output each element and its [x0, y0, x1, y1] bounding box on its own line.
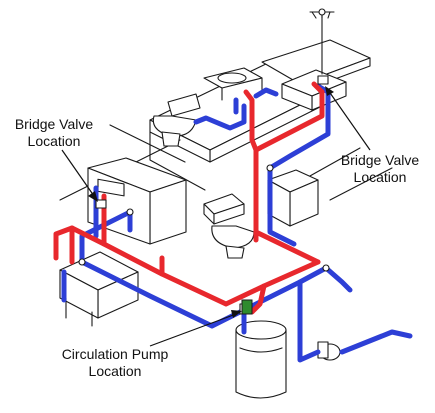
water-heater — [235, 320, 287, 399]
leader-circulation-pump — [149, 310, 242, 347]
bridge-valve-right-line1: Bridge Valve — [340, 152, 420, 168]
upper-toilet — [152, 93, 201, 147]
circulation-pump-line1: Circulation Pump — [61, 346, 169, 362]
bridge-valve-left-label: Bridge Valve Location — [4, 116, 104, 150]
circulation-pump-line2: Location — [88, 363, 142, 379]
leader-bridge-valve-left — [61, 149, 98, 202]
bridge-valve-left-line1: Bridge Valve — [14, 116, 94, 132]
cold-water-piping — [61, 83, 413, 363]
middle-toilet — [203, 193, 255, 259]
bridge-valve-right-label: Bridge Valve Location — [330, 152, 430, 186]
bridge-valve-right-line2: Location — [353, 169, 407, 185]
water-meter — [317, 341, 341, 361]
circulation-pump-icon — [241, 299, 253, 315]
hot-water-piping — [53, 81, 325, 315]
upper-sink — [203, 67, 263, 101]
middle-floor-lines — [109, 124, 206, 191]
leader-bridge-valve-right — [325, 86, 371, 151]
circulation-pump-label: Circulation Pump Location — [40, 346, 190, 380]
bridge-valve-left-line2: Location — [27, 133, 81, 149]
vanity-cabinet — [267, 169, 319, 227]
